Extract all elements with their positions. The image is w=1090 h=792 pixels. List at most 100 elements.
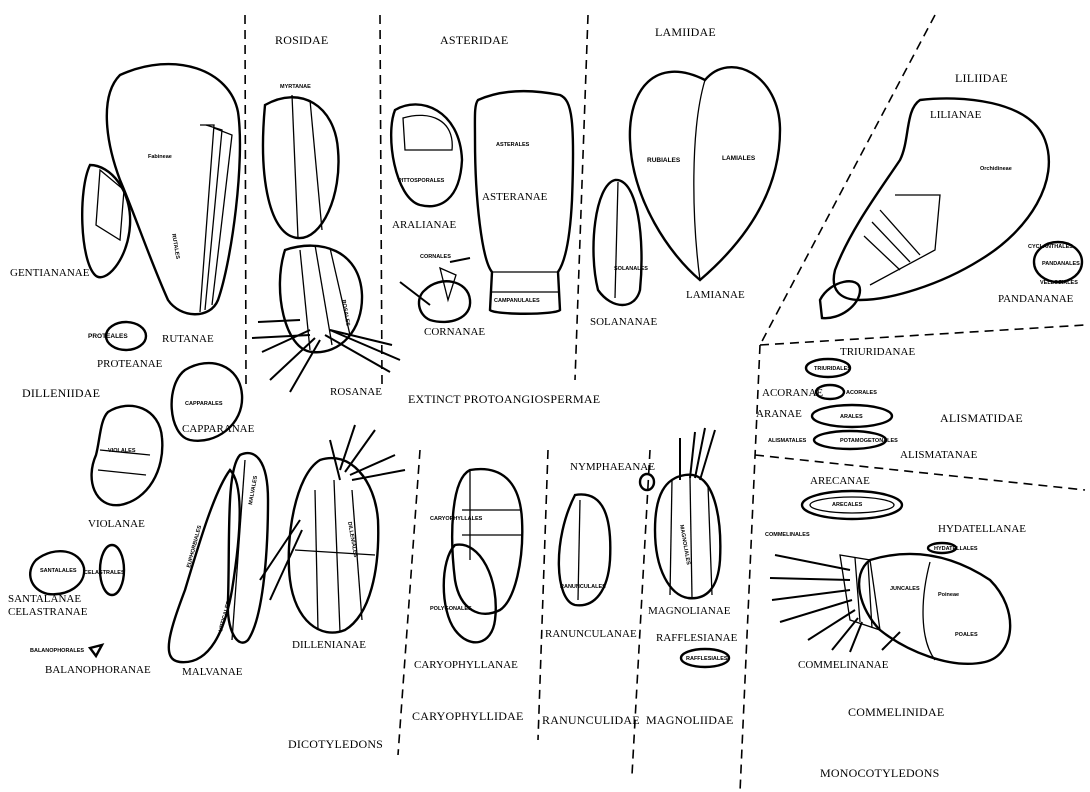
label-alismatidae: ALISMATIDAE	[940, 411, 1023, 425]
label-dilleniidae: DILLENIIDAE	[22, 386, 100, 400]
asterales-label: ASTERALES	[496, 142, 530, 148]
malvanae-cluster: EUPHORBIALES URTICALES MALVALES	[169, 453, 268, 662]
proteales-label: PROTEALES	[88, 333, 128, 340]
label-hydatellanae: HYDATELLANAE	[938, 523, 1026, 535]
lilianae-cluster: Orchidineae	[820, 98, 1049, 318]
label-asteranae: ASTERANAE	[482, 191, 548, 203]
label-dillenianae: DILLENIANAE	[292, 639, 366, 651]
poales-label: POALES	[955, 632, 978, 638]
gentiananae-cluster	[82, 165, 130, 277]
label-ranunculidae: RANUNCULIDAE	[542, 713, 640, 727]
label-malvanae: MALVANAE	[182, 666, 243, 678]
division-lines	[245, 15, 1085, 792]
label-pandananae: PANDANANAE	[998, 293, 1074, 305]
label-cornanae: CORNANAE	[424, 326, 485, 338]
label-aralianae: ARALIANAE	[392, 219, 456, 231]
hydatellales-label: HYDATELLALES	[934, 546, 978, 552]
label-rosanae: ROSANAE	[330, 386, 382, 398]
label-solananae: SOLANANAE	[590, 316, 658, 328]
rafflesiales-label: RAFFLESIALES	[686, 656, 728, 662]
label-gentiananae: GENTIANANAE	[10, 267, 90, 279]
balanophoranae-shape	[90, 645, 102, 656]
label-monocotyledons: MONOCOTYLEDONS	[820, 766, 939, 780]
rubiales-label: RUBIALES	[647, 157, 681, 164]
commelinales-label: COMMELINALES	[765, 532, 810, 538]
balanophorales-label: BALANOPHORALES	[30, 648, 84, 654]
santalales-label: SANTALALES	[40, 568, 77, 574]
poales-top: Poineae	[938, 592, 959, 598]
label-rutanae: RUTANAE	[162, 333, 214, 345]
label-rafflesianae: RAFFLESIANAE	[656, 632, 738, 644]
juncales-label: JUNCALES	[890, 586, 920, 592]
magnolianae-cluster: MAGNOLIALES	[655, 428, 720, 598]
label-ranunculanae: RANUNCULANAE	[545, 628, 637, 640]
malvales-label: MALVALES	[248, 475, 259, 505]
rosanae-cluster: ROSALES	[252, 245, 400, 392]
santalanae-cluster: SANTALALES	[30, 551, 84, 594]
alismatales-label: ALISMATALES	[768, 438, 807, 444]
lamiales-label: LAMIALES	[722, 155, 756, 162]
label-acoranae: ACORANAE	[762, 387, 823, 399]
label-aranae: ARANAE	[756, 408, 802, 420]
label-nymphaeanae: NYMPHAEANAE	[570, 461, 655, 473]
label-violanae: VIOLANAE	[88, 518, 145, 530]
ranunculales-label: RANUNCULALES	[560, 584, 606, 590]
pandananae-cluster: CYCLANTHALES PANDANALES VELLOZIALES	[1028, 242, 1082, 286]
label-triuridanae: TRIURIDANAE	[840, 346, 915, 358]
arecanae-cluster: ARECALES	[802, 491, 902, 519]
label-balanophoranae: BALANOPHORANAE	[45, 664, 151, 676]
acorales-label: ACORALES	[846, 390, 877, 396]
triuridales-label: TRIURIDALES	[814, 366, 851, 372]
rutanae-cluster: Fabineae RUTALES	[107, 64, 240, 314]
label-arecanae: ARECANAE	[810, 475, 870, 487]
alismatidae-cluster: TRIURIDALES ACORALES ARALES ALISMATALES …	[768, 359, 898, 449]
label-santalanae: SANTALANAE	[8, 593, 81, 605]
arales-label: ARALES	[840, 414, 863, 420]
arecales-label: ARECALES	[832, 502, 863, 508]
cornales-label: CORNALES	[420, 254, 451, 260]
velloziales-label: VELLOZIALES	[1040, 280, 1078, 286]
potamogetonales-label: POTAMOGETONALES	[840, 438, 898, 444]
pandanales-label: PANDANALES	[1042, 261, 1080, 267]
ranunculanae-cluster: RANUNCULALES	[559, 494, 610, 605]
label-magnoliidae: MAGNOLIIDAE	[646, 713, 734, 727]
capparales-label: CAPPARALES	[185, 401, 223, 407]
rosales-label: ROSALES	[340, 299, 351, 327]
caryophyllanae-cluster: CARYOPHYLLALES POLYGONALES	[430, 469, 522, 642]
label-lilianae: LILIANAE	[930, 109, 982, 121]
polygonales-label: POLYGONALES	[430, 606, 472, 612]
violanae-cluster: VIOLALES	[92, 406, 163, 505]
label-dicotyledons: DICOTYLEDONS	[288, 737, 383, 751]
label-commelinanae: COMMELINANAE	[798, 659, 889, 671]
celastrales-label: CELASTRALES	[84, 570, 125, 576]
violales-label: VIOLALES	[108, 448, 136, 454]
svg-text:Fabineae: Fabineae	[148, 154, 172, 160]
campanulales-label: CAMPANULALES	[494, 298, 540, 304]
label-asteridae: ASTERIDAE	[440, 33, 508, 47]
label-alismatanae: ALISMATANAE	[900, 449, 978, 461]
solanales-label: SOLANALES	[614, 266, 648, 272]
nymphaeanae-shape	[640, 474, 654, 490]
solananae-cluster: SOLANALES	[593, 180, 648, 305]
label-commelinidae: COMMELINIDAE	[848, 705, 944, 719]
label-capparanae: CAPPARANAE	[182, 423, 255, 435]
lamianae-cluster: RUBIALES LAMIALES	[630, 67, 780, 280]
label-caryophyllanae: CARYOPHYLLANAE	[414, 659, 518, 671]
aralianae-cluster: PITTOSPORALES	[391, 104, 462, 206]
myrtanae-label: MYRTANAE	[280, 84, 311, 90]
magnoliales-label: MAGNOLIALES	[678, 524, 691, 565]
label-liliidae: LILIIDAE	[955, 71, 1008, 85]
label-proteanae: PROTEANAE	[97, 358, 163, 370]
dillenianae-cluster: DILLENIALES	[260, 425, 405, 633]
label-lamiidae: LAMIIDAE	[655, 25, 716, 39]
svg-text:RUTALES: RUTALES	[170, 233, 180, 260]
label-celastranae: CELASTRANAE	[8, 606, 88, 618]
cyclanthales-label: CYCLANTHALES	[1028, 244, 1073, 250]
label-caryophyllidae: CARYOPHYLLIDAE	[412, 709, 523, 723]
pittosporales-label: PITTOSPORALES	[398, 178, 445, 184]
orchidineae-label: Orchidineae	[980, 166, 1012, 172]
label-magnolianae: MAGNOLIANAE	[648, 605, 731, 617]
label-extinct-protoangiospermae: EXTINCT PROTOANGIOSPERMAE	[408, 392, 600, 406]
